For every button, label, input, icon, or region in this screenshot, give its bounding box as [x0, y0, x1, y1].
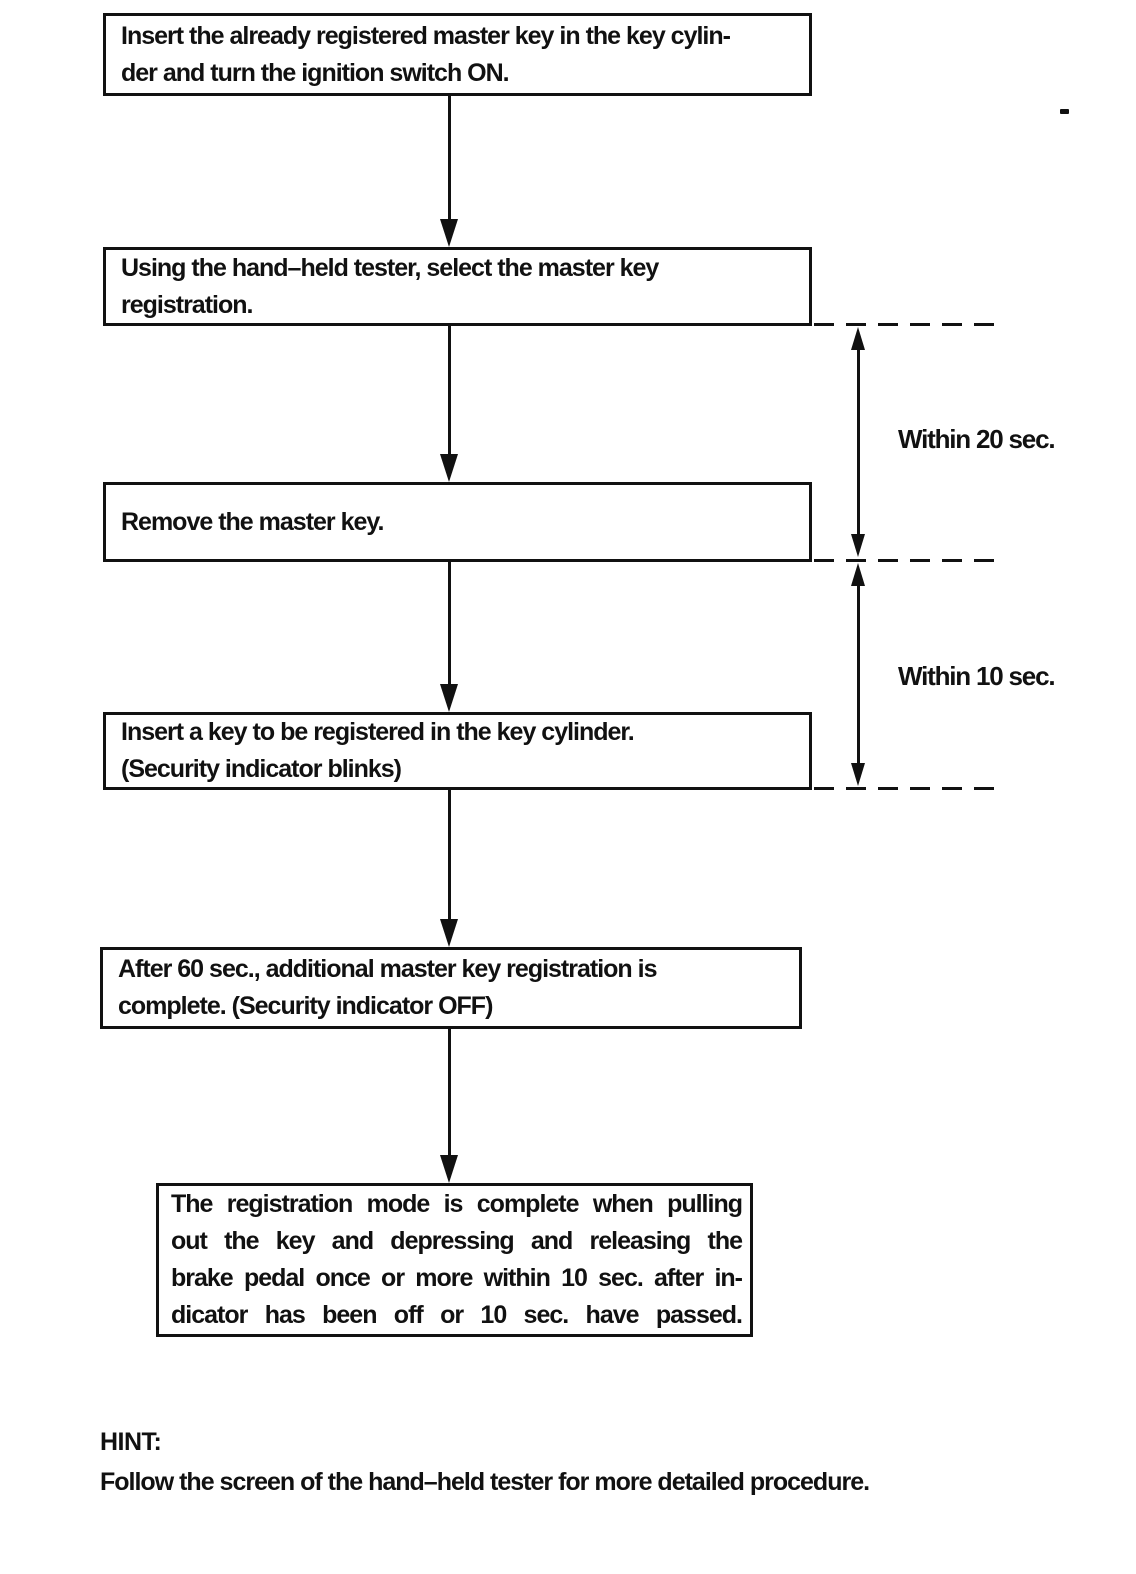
flow-step-4-text: Insert a key to be registered in the key… — [121, 718, 635, 783]
flow-step-6: The registration mode is complete when p… — [156, 1183, 753, 1337]
up-arrowhead-icon — [851, 327, 865, 350]
timing-span-arrow-10sec — [846, 563, 870, 786]
span-line — [856, 350, 860, 534]
down-arrowhead-icon — [440, 454, 458, 482]
dashed-line-2 — [814, 559, 1004, 562]
timing-label-20sec: Within 20 sec. — [898, 424, 1056, 454]
down-arrowhead-icon — [440, 919, 458, 947]
down-arrowhead-icon — [851, 534, 865, 557]
flow-connector-3 — [437, 562, 461, 712]
connector-line — [447, 790, 451, 919]
span-line — [856, 586, 860, 763]
flow-step-1: Insert the already registered master key… — [103, 13, 812, 96]
connector-line — [447, 326, 451, 454]
flow-connector-2 — [437, 326, 461, 482]
flow-connector-4 — [437, 790, 461, 947]
flow-step-5-text: After 60 sec., additional master key reg… — [118, 955, 658, 1020]
flow-step-3-text: Remove the master key. — [121, 507, 384, 536]
down-arrowhead-icon — [440, 219, 458, 247]
hint-title: HINT: — [100, 1428, 162, 1456]
flow-step-6-text: The registration mode is complete when p… — [171, 1190, 743, 1329]
up-arrowhead-icon — [851, 563, 865, 586]
connector-line — [447, 96, 451, 219]
scan-speck — [1060, 109, 1069, 114]
down-arrowhead-icon — [851, 763, 865, 786]
flow-connector-5 — [437, 1029, 461, 1183]
flow-step-5: After 60 sec., additional master key reg… — [100, 947, 802, 1029]
timing-span-arrow-20sec — [846, 327, 870, 557]
connector-line — [447, 1029, 451, 1155]
down-arrowhead-icon — [440, 684, 458, 712]
flow-step-3: Remove the master key. — [103, 482, 812, 562]
flow-step-2-text: Using the hand–held tester, select the m… — [121, 253, 659, 319]
flow-connector-1 — [437, 96, 461, 247]
dashed-line-3 — [814, 787, 1004, 790]
connector-line — [447, 562, 451, 684]
flow-step-4: Insert a key to be registered in the key… — [103, 712, 812, 790]
dashed-line-1 — [814, 323, 1004, 326]
down-arrowhead-icon — [440, 1155, 458, 1183]
flow-step-1-text: Insert the already registered master key… — [121, 21, 731, 87]
hint-body: Follow the screen of the hand–held teste… — [100, 1468, 870, 1496]
flow-step-2: Using the hand–held tester, select the m… — [103, 247, 812, 326]
timing-label-10sec: Within 10 sec. — [898, 661, 1056, 691]
